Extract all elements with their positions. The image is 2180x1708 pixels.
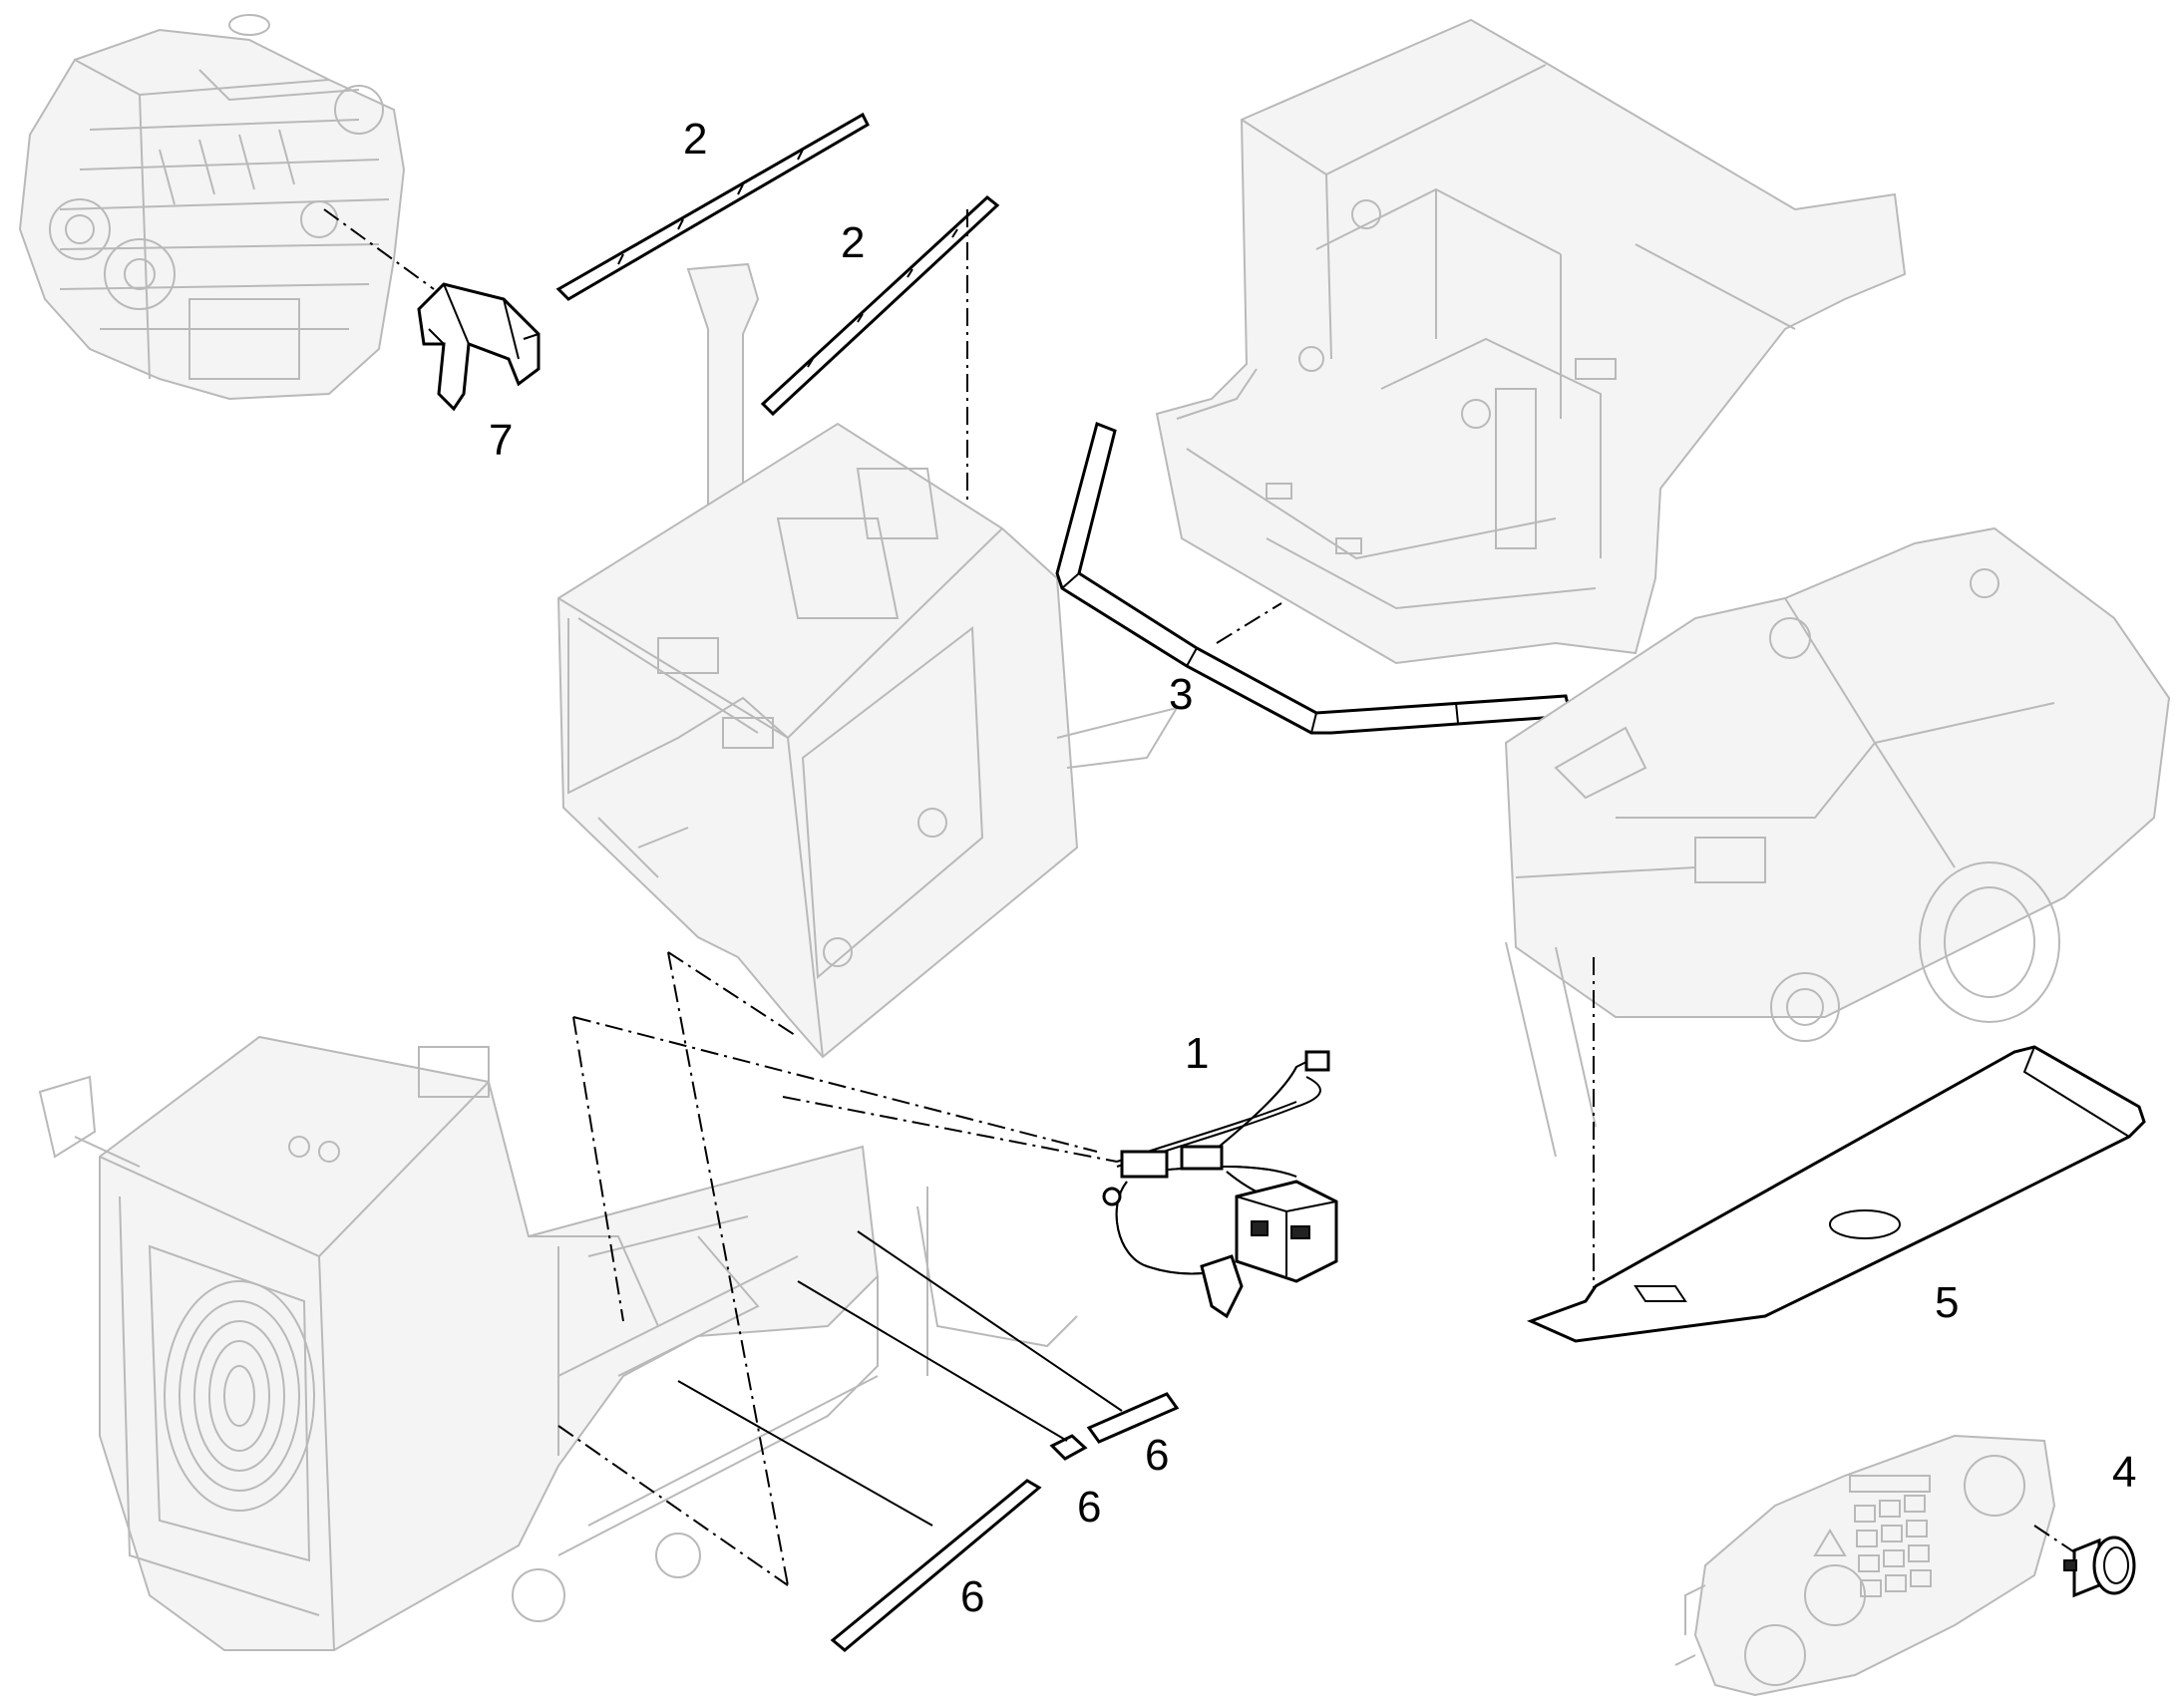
callout-4: 4	[2112, 1448, 2137, 1497]
part-3-frame-seal	[1055, 421, 1573, 735]
main-frame-assembly	[1155, 18, 1907, 665]
callout-5: 5	[1935, 1278, 1960, 1327]
instrument-panel-illustration	[1674, 1434, 2056, 1697]
engine-illustration	[18, 14, 406, 401]
keypad-illustration	[1854, 1495, 1932, 1597]
callout-1: 1	[1185, 1029, 1210, 1078]
hood-leader-lines	[557, 951, 1098, 1586]
part-1-hose-assembly	[782, 1050, 1338, 1319]
part-2-upper-strip	[555, 112, 870, 301]
callout-2-lower: 2	[841, 218, 866, 267]
part-4-gauge	[2033, 1525, 2136, 1598]
callout-6-right: 6	[1145, 1431, 1170, 1480]
callout-6-middle: 6	[1077, 1483, 1102, 1532]
part-6-strips	[677, 1230, 1180, 1652]
radiator-assembly	[38, 1035, 1078, 1651]
hood-assembly	[556, 262, 1180, 1059]
rear-boom-assembly	[1504, 526, 2171, 1296]
part-2-lower-strip	[760, 195, 1000, 543]
part-7-bracket	[323, 208, 541, 412]
part-5-bottom-plate	[1526, 1045, 2146, 1343]
callout-6-left: 6	[960, 1572, 985, 1621]
callout-3: 3	[1169, 670, 1194, 719]
callout-2-upper: 2	[683, 115, 708, 164]
callout-7: 7	[489, 416, 514, 465]
fan-illustration	[164, 1280, 315, 1512]
